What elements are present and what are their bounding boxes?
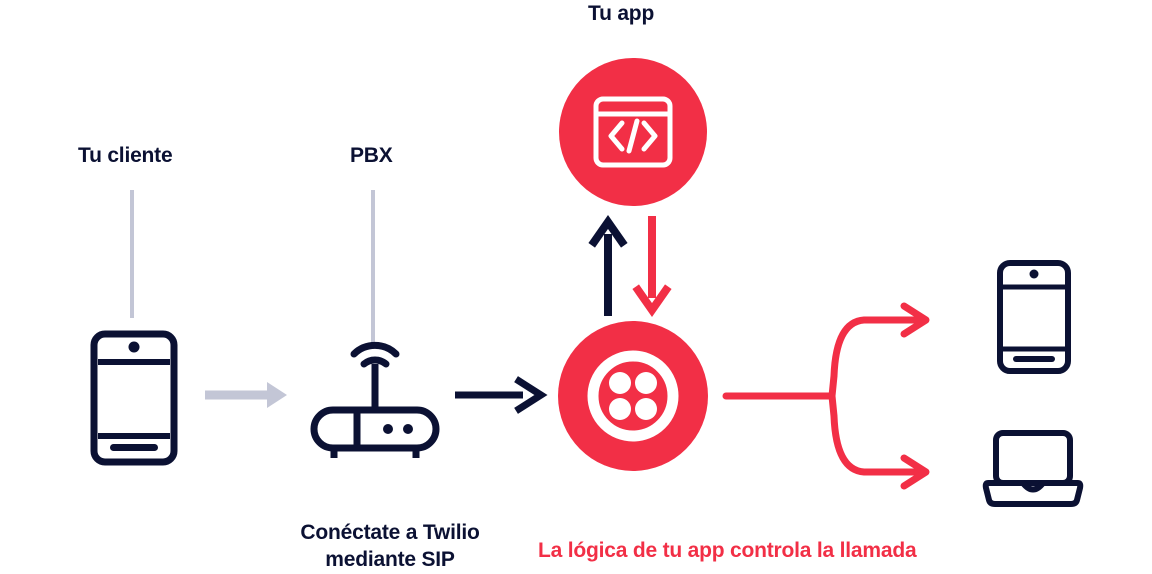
laptop-icon: [982, 430, 1084, 507]
branching-arrow-icon: [722, 302, 930, 490]
arrow-up-icon: [588, 215, 628, 316]
arrow-right-icon: [205, 382, 287, 408]
node-twilio-logo: [558, 321, 708, 471]
label-sip-line2: mediante SIP: [325, 548, 455, 571]
connector-pbx-to-twilio: [455, 376, 548, 414]
smartphone-icon: [90, 330, 178, 466]
label-tu-cliente: Tu cliente: [78, 144, 173, 167]
node-client-phone: [88, 328, 180, 468]
node-dest-phone: [995, 258, 1073, 376]
arrow-down-icon: [632, 216, 672, 317]
label-tu-app: Tu app: [588, 2, 655, 25]
connector-twilio-to-app: [588, 215, 628, 316]
connector-line-pbx: [371, 190, 375, 345]
node-dest-laptop: [982, 428, 1084, 512]
connector-twilio-branch: [722, 300, 946, 490]
code-window-icon: [559, 58, 707, 206]
label-sip-line1: Conéctate a Twilio: [300, 521, 480, 544]
node-app-code: [559, 58, 707, 206]
connector-app-to-twilio: [632, 216, 672, 317]
node-pbx-router: [310, 330, 440, 458]
twilio-logo-icon: [558, 321, 708, 471]
label-pbx: PBX: [350, 144, 393, 167]
smartphone-icon: [997, 260, 1071, 374]
label-app-logic: La lógica de tu app controla la llamada: [538, 539, 917, 562]
connector-client-to-pbx: [205, 377, 291, 413]
arrow-right-icon: [455, 376, 548, 414]
router-wifi-icon: [310, 341, 440, 458]
connector-line-client: [130, 190, 134, 318]
